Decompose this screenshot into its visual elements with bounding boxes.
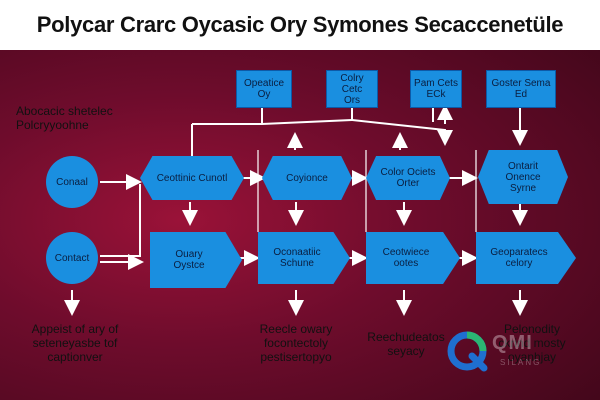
arrow-box-3: Ceotwiece ootes (366, 232, 460, 284)
title-bar (0, 0, 600, 50)
wire-band (192, 119, 353, 125)
watermark-logo-icon (447, 331, 488, 372)
wire-c2-up (100, 184, 141, 257)
caption-3: Reechudeatos seyacy (367, 330, 445, 358)
hex-node-2: Coyionce (262, 156, 352, 200)
top-box-3: Pam Cets ECk (410, 70, 462, 108)
arrow-box-4: Geoparatecs celory (476, 232, 576, 284)
circle-node-2: Contact (46, 232, 98, 284)
arrow-box-1: Ouary Oystce (150, 232, 242, 288)
hex-node-4: Ontarit Onence Syrne (478, 150, 568, 204)
left-label: Abocacic shetelec Polcryyoohne (16, 104, 113, 132)
caption-4: Pelonodity ckrind mosty oyanhjay (498, 322, 566, 364)
caption-1: Appeist of ary of seteneyasbe tof captio… (31, 322, 119, 364)
watermark-subtext: SILANG (500, 358, 542, 367)
caption-2: Reecle owary focontectoly pestisertopyo (259, 322, 333, 364)
watermark-text: QMI (492, 332, 533, 354)
hex-node-3: Color Ociets Orter (366, 156, 450, 200)
top-box-4: Goster Sema Ed (486, 70, 556, 108)
wire-top2 (351, 108, 453, 146)
circle-node-1: Conaal (46, 156, 98, 208)
hex-node-1: Ceottinic Cunotl (140, 156, 244, 200)
arrow-box-2: Oconaatiic Schune (258, 232, 350, 284)
diagram-title: Polycar Crarc Oycasic Ory Symones Secacc… (36, 12, 564, 37)
top-box-2: Colry Cetc Ors (326, 70, 378, 108)
top-box-1: Opeatice Oy (236, 70, 292, 108)
